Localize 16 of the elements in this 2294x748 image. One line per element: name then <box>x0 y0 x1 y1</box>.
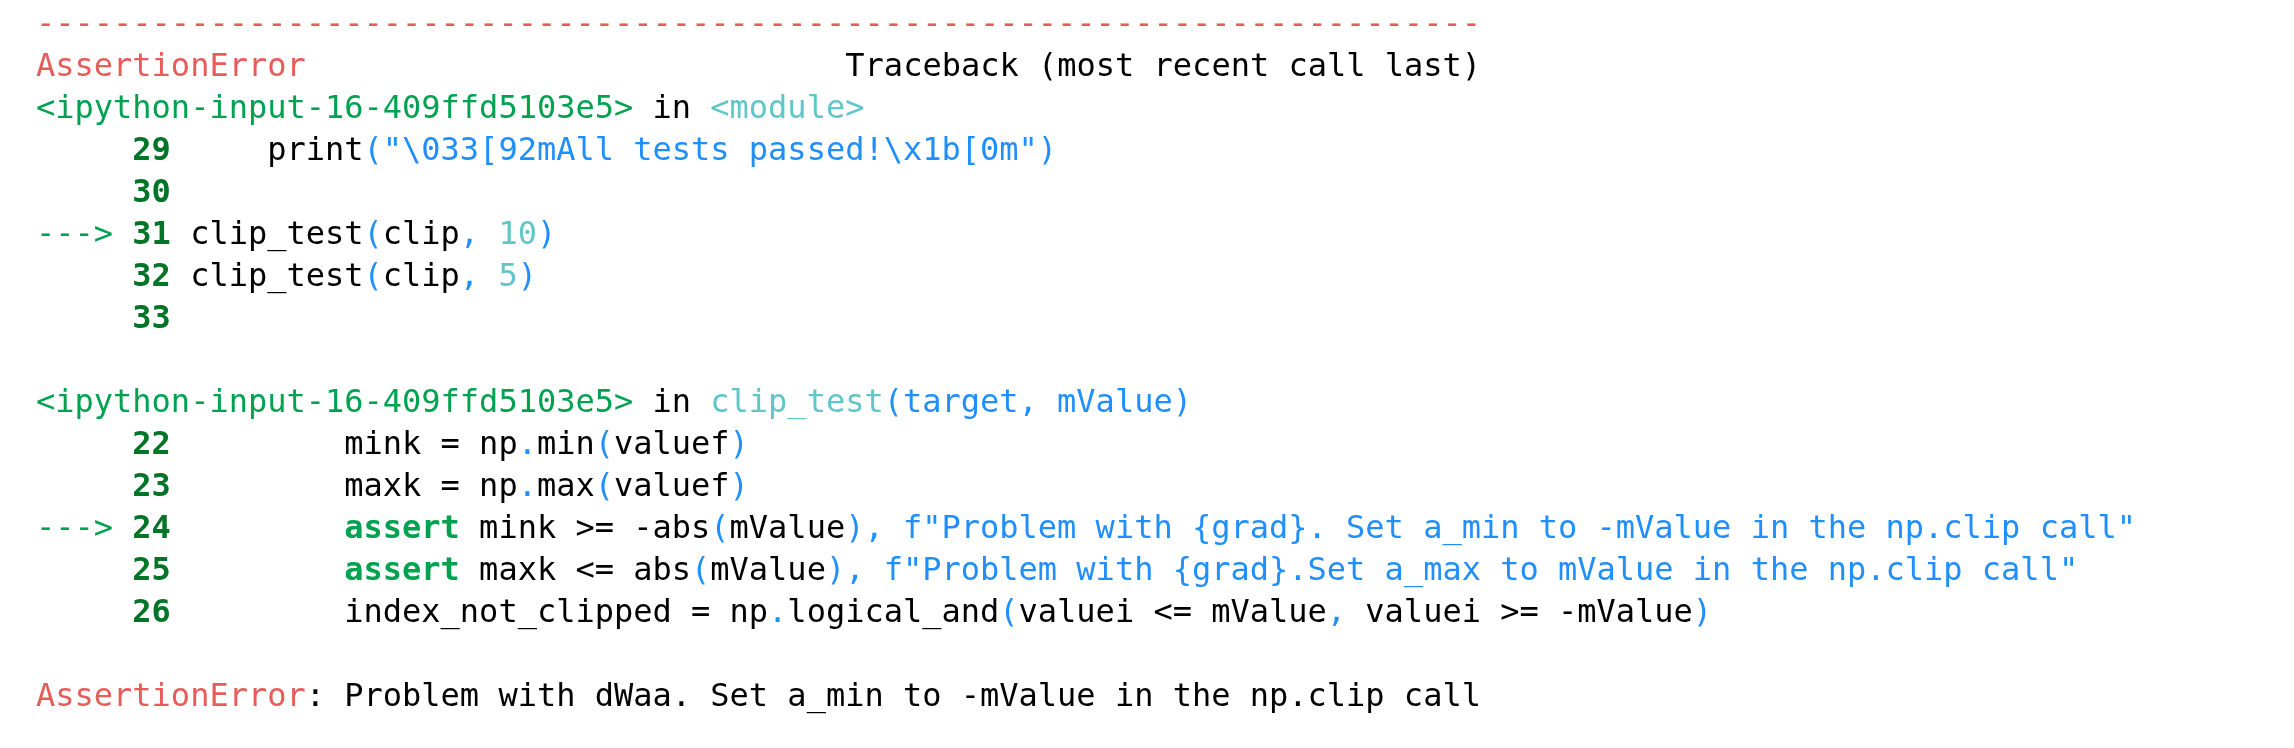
code-line: 22 mink = np.min(valuef) <box>131 424 749 462</box>
code-line: 33 <box>131 298 171 336</box>
traceback-header: <ipython-input-16-409ffd5103e5> in clip_test(target, mValue) <box>36 382 1192 420</box>
code-line: 32 clip_test(clip, 5) <box>131 256 537 294</box>
error-message: AssertionError: Problem with dWaa. Set a_min to -mValue in the np.clip call <box>36 676 1481 714</box>
traceback-header: <ipython-input-16-409ffd5103e5> in <module> <box>36 88 865 126</box>
code-line: 29 print("\033[92mAll tests passed!\x1b[0m") <box>131 130 1058 168</box>
error-message: AssertionError <box>36 46 306 84</box>
code-line: 23 maxk = np.max(valuef) <box>131 466 749 504</box>
traceback-title: Traceback (most recent call last) <box>845 46 1482 84</box>
code-line: 25 assert maxk <= abs(mValue), f"Problem with {grad}.Set a_max to mValue in the np.clip call" <box>131 550 2079 588</box>
code-line: 30 <box>131 172 171 210</box>
code-line: ---> 31 clip_test(clip, 10) <box>36 214 557 252</box>
code-line: 26 index_not_clipped = np.logical_and(valuei <= mValue, valuei >= -mValue) <box>131 592 1713 630</box>
code-line: ---> 24 assert mink >= -abs(mValue), f"Problem with {grad}. Set a_min to -mValue in the np.clip call" <box>36 508 2136 546</box>
separator-line: --------------------------------------------------------------------------- <box>36 4 1481 42</box>
